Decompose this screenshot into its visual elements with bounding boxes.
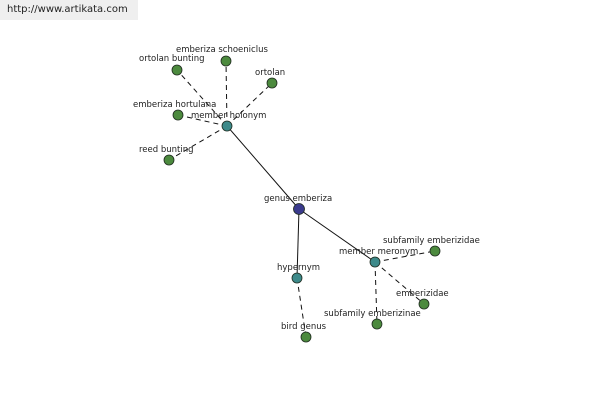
node-meronym[interactable] — [369, 256, 381, 268]
node-hortulana[interactable] — [172, 109, 184, 121]
edge-holonym-ortolan_bunting — [176, 69, 228, 127]
edge-genus-meronym — [298, 208, 376, 263]
node-hypernym[interactable] — [291, 272, 303, 284]
graph-labels: genus emberiza member holonym hypernym memb… — [133, 45, 480, 332]
node-ortolan[interactable] — [266, 77, 278, 89]
node-emberizidae[interactable] — [418, 298, 430, 310]
edge-meronym-subfam_inae — [374, 261, 378, 325]
node-bird-genus[interactable] — [300, 331, 312, 343]
label-hortulana[interactable]: emberiza hortulana — [133, 100, 216, 110]
edge-holonym-reed_bunting — [168, 125, 228, 161]
label-ortolan-bunting[interactable]: ortolan bunting — [139, 54, 205, 64]
label-reed-bunting[interactable]: reed bunting — [139, 145, 194, 155]
node-subfam-ae[interactable] — [429, 245, 441, 257]
graph-nodes — [163, 55, 441, 343]
node-ortolan-bunting[interactable] — [171, 64, 183, 76]
graph-edges — [168, 60, 436, 338]
label-schoeniclus[interactable]: emberiza schoeniclus — [176, 45, 268, 55]
label-emberizidae[interactable]: emberizidae — [396, 289, 449, 299]
edge-holonym-schoeniclus — [225, 60, 228, 127]
label-hypernym[interactable]: hypernym — [277, 263, 320, 273]
label-genus[interactable]: genus emberiza — [264, 194, 332, 204]
label-meronym[interactable]: member meronym — [339, 247, 418, 257]
url-banner: http://www.artikata.com — [0, 0, 138, 20]
site-url[interactable]: http://www.artikata.com — [7, 4, 128, 15]
node-subfam-inae[interactable] — [371, 318, 383, 330]
label-subfam-inae[interactable]: subfamily emberizinae — [324, 309, 421, 319]
label-ortolan[interactable]: ortolan — [255, 68, 285, 78]
edge-meronym-subfam_ae — [374, 250, 436, 263]
label-bird-genus[interactable]: bird genus — [281, 322, 327, 332]
node-schoeniclus[interactable] — [220, 55, 232, 67]
edge-genus-hypernym — [296, 208, 300, 279]
label-subfam-ae[interactable]: subfamily emberizidae — [383, 236, 480, 246]
edge-genus-holonym — [226, 125, 300, 210]
node-genus[interactable] — [293, 203, 305, 215]
edge-holonym-ortolan — [226, 82, 273, 127]
node-reed-bunting[interactable] — [163, 154, 175, 166]
edge-hypernym-bird_genus — [296, 277, 307, 338]
edge-meronym-emberizidae — [374, 261, 425, 305]
node-holonym[interactable] — [221, 120, 233, 132]
label-holonym[interactable]: member holonym — [191, 111, 266, 121]
